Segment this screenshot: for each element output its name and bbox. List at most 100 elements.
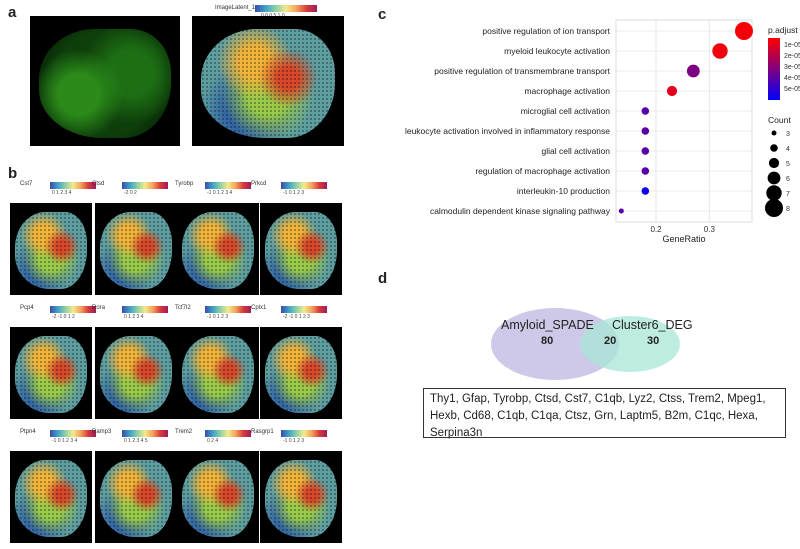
category-label: myeloid leukocyte activation (504, 46, 610, 56)
size-legend-dot (766, 185, 782, 201)
gene-name: Trem2 (175, 429, 193, 435)
gene-spatial-map (10, 327, 92, 419)
gene-spatial-map (10, 203, 92, 295)
venn-diagram (491, 308, 680, 380)
data-point (686, 64, 700, 78)
gene-name: Rasgrp1 (251, 429, 274, 435)
gene-spatial-map (95, 203, 177, 295)
spatial-latent-brain-image (192, 16, 344, 146)
venn-count-overlap: 20 (604, 335, 617, 347)
category-label: positive regulation of transmembrane tra… (434, 66, 610, 76)
size-legend-dot (768, 157, 780, 169)
gene-colorbar-gradient (50, 182, 96, 189)
category-label: positive regulation of ion transport (482, 26, 610, 36)
data-point (712, 43, 728, 59)
venn-label-b: Cluster6_DEG (612, 318, 693, 332)
size-legend-dot (771, 130, 777, 136)
gene-spatial-map (177, 203, 259, 295)
fluorescence-brain-image (30, 16, 180, 146)
dot-plot: positive regulation of ion transport myel… (405, 19, 800, 242)
gene-spatial-map (260, 451, 342, 543)
gene-colorbar-gradient (281, 306, 327, 313)
color-legend-gradient (768, 38, 780, 100)
color-legend-tick: 5e-05 (784, 86, 800, 93)
gene-spatial-map (177, 451, 259, 543)
gene-name: Tcf7l2 (175, 305, 191, 311)
color-legend-tick: 4e-05 (784, 75, 800, 82)
gene-list-box: Thy1, Gfap, Tyrobp, Ctsd, Cst7, C1qb, Ly… (423, 388, 786, 439)
color-legend-tick: 3e-05 (784, 64, 800, 71)
gene-colorbar: Rora 0 1 2 3 4 (92, 305, 172, 323)
size-legend-label: 3 (786, 131, 790, 138)
size-legend-label: 5 (786, 161, 790, 168)
gene-colorbar-gradient (122, 430, 168, 437)
venn-set-a (491, 308, 619, 380)
gene-spatial-map (260, 327, 342, 419)
data-point (666, 85, 678, 97)
venn-set-b (580, 316, 680, 372)
gene-spatial-map (10, 451, 92, 543)
gene-colorbar-gradient (122, 306, 168, 313)
data-point (641, 147, 650, 155)
gene-colorbar-gradient (205, 182, 251, 189)
gene-spatial-map (260, 203, 342, 295)
venn-count-b: 30 (647, 335, 660, 347)
gene-colorbar-gradient (50, 306, 96, 313)
gene-colorbar-ticks: -1 0 1 2 3 4 (52, 438, 78, 444)
panel-label-a: a (8, 4, 17, 21)
gene-colorbar-ticks: 0 1 2 3 4 (124, 314, 144, 320)
gene-colorbar-ticks: -1 0 1 2 3 (283, 438, 305, 444)
gene-colorbar-gradient (205, 306, 251, 313)
gene-colorbar-gradient (122, 182, 168, 189)
gene-spatial-map (95, 451, 177, 543)
x-tick-label: 0.3 (704, 225, 716, 234)
colorbar-label: ImageLatent_1 (215, 5, 256, 11)
colorbar-gradient (255, 5, 317, 12)
data-point (641, 107, 650, 115)
gene-name: Tyrobp (175, 181, 194, 187)
gene-colorbar: Trem2 0 2 4 (175, 429, 255, 447)
gene-name: Rora (92, 305, 106, 311)
panel-label-b: b (8, 165, 18, 182)
plot-area (615, 19, 753, 223)
gene-spatial-map (95, 327, 177, 419)
gene-name: Cplx1 (251, 305, 267, 311)
gene-colorbar: Ptpn4-1 0 1 2 3 4 (20, 429, 100, 447)
gene-colorbar-ticks: -1 0 1 2 3 4 (207, 190, 233, 196)
size-legend-label: 7 (786, 191, 790, 198)
gene-name: Prkcd (251, 181, 267, 187)
x-axis-label: GeneRatio (662, 234, 705, 242)
gene-colorbar: Prkcd -1 0 1 2 3 (251, 181, 331, 199)
category-label: calmodulin dependent kinase signaling pa… (430, 206, 611, 216)
category-label: interleukin-10 production (517, 186, 610, 196)
color-legend-title: p.adjust (768, 25, 798, 35)
gene-colorbar-ticks: -1 0 1 2 3 (283, 190, 305, 196)
size-legend-label: 6 (786, 176, 790, 183)
category-label: glial cell activation (541, 146, 610, 156)
size-legend-title: Count (768, 115, 791, 125)
gene-colorbar-gradient (50, 430, 96, 437)
color-legend-tick: 1e-05 (784, 42, 800, 49)
gene-colorbar: Rasgrp1 -1 0 1 2 3 (251, 429, 331, 447)
size-legend-dot (765, 199, 783, 217)
data-point (641, 127, 650, 135)
x-tick-label: 0.2 (650, 225, 662, 234)
category-label: leukocyte activation involved in inflamm… (405, 126, 610, 136)
gene-colorbar: Tyrobp -1 0 1 2 3 4 (175, 181, 255, 199)
gene-colorbar-gradient (205, 430, 251, 437)
gene-name: Pcp4 (20, 305, 34, 311)
panel-label-c: c (378, 6, 387, 23)
gene-spatial-map (177, 327, 259, 419)
gene-colorbar-ticks: 0 1 2 3 4 5 (124, 438, 148, 444)
panel-label-d: d (378, 270, 388, 287)
data-point (641, 187, 650, 195)
gene-colorbar-ticks: -2 -1 0 1 2 (52, 314, 75, 320)
gene-colorbar: Cplx1-2 -1 0 1 2 3 (251, 305, 331, 323)
gene-colorbar: Tcf7l2-1 0 1 2 3 (175, 305, 255, 323)
gene-colorbar-ticks: 0 2 4 (207, 438, 219, 444)
gene-colorbar-ticks: 0 1 2 3 4 (52, 190, 72, 196)
category-label: regulation of macrophage activation (475, 166, 610, 176)
gene-name: Ctsd (92, 181, 105, 187)
